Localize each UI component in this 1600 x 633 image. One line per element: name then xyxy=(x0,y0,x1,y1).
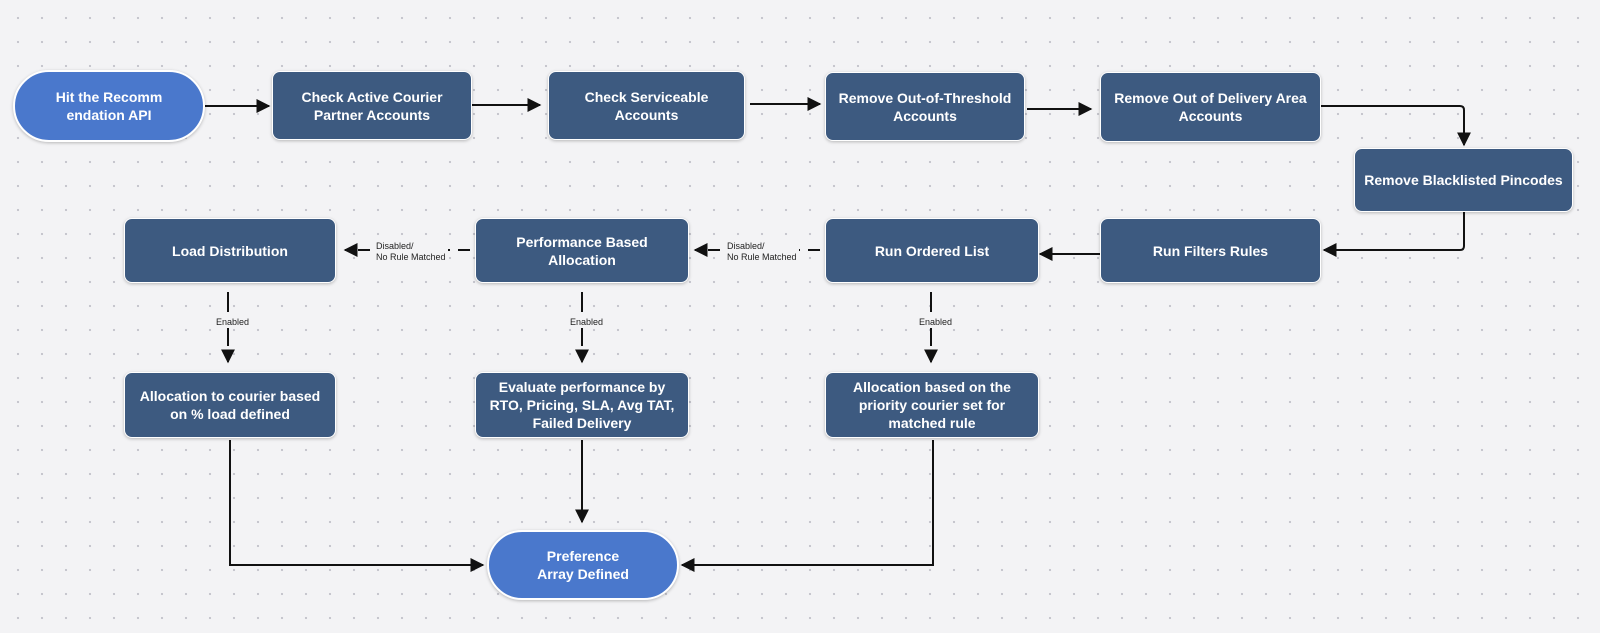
allocation-priority-node[interactable]: Allocation based on the priority courier… xyxy=(825,372,1039,438)
performance-based-allocation-label: Performance Based Allocation xyxy=(516,233,648,268)
arrow-priority-to-preference xyxy=(680,440,934,572)
load-distribution-label: Load Distribution xyxy=(172,242,288,259)
remove-out-of-delivery-area-label: Remove Out of Delivery Area Accounts xyxy=(1114,90,1307,124)
arrow-blacklisted-to-filters xyxy=(1322,210,1465,257)
run-ordered-list-node[interactable]: Run Ordered List xyxy=(825,218,1039,283)
preference-array-defined[interactable]: Preference Array Defined xyxy=(487,530,679,600)
performance-based-allocation-node[interactable]: Performance Based Allocation xyxy=(475,218,689,283)
remove-out-of-threshold-label: Remove Out-of-Threshold Accounts xyxy=(838,89,1012,124)
check-active-courier-label: Check Active Courier Partner Accounts xyxy=(301,88,443,123)
start-label: Hit the Recomm endation API xyxy=(55,89,163,123)
arrow-load-to-preference xyxy=(229,440,485,572)
allocation-load-label: Allocation to courier based on % load de… xyxy=(139,388,321,422)
edge-label-performance-disabled: Disabled/ No Rule Matched xyxy=(374,241,448,263)
edge-label-load-enabled: Enabled xyxy=(214,317,252,328)
remove-blacklisted-pincodes-label: Remove Blacklisted Pincodes xyxy=(1364,172,1563,188)
evaluate-performance-node[interactable]: Evaluate performance by RTO, Pricing, SL… xyxy=(475,372,689,438)
preference-array-label: Preference Array Defined xyxy=(537,548,629,582)
run-filters-rules-label: Run Filters Rules xyxy=(1152,242,1269,259)
load-distribution-node[interactable]: Load Distribution xyxy=(124,218,336,283)
remove-out-of-threshold-node[interactable]: Remove Out-of-Threshold Accounts xyxy=(825,72,1025,141)
remove-blacklisted-pincodes-node[interactable]: Remove Blacklisted Pincodes xyxy=(1354,148,1573,212)
run-filters-rules-node[interactable]: Run Filters Rules xyxy=(1100,218,1321,283)
start-hit-recommendation-api[interactable]: Hit the Recomm endation API xyxy=(13,70,205,142)
check-serviceable-node[interactable]: Check Serviceable Accounts xyxy=(548,71,745,140)
run-ordered-list-label: Run Ordered List xyxy=(874,242,990,259)
allocation-priority-label: Allocation based on the priority courier… xyxy=(853,379,1011,431)
evaluate-performance-label: Evaluate performance by RTO, Pricing, SL… xyxy=(489,379,675,431)
remove-out-of-delivery-area-node[interactable]: Remove Out of Delivery Area Accounts xyxy=(1100,72,1321,142)
edge-label-performance-enabled: Enabled xyxy=(568,317,606,328)
edge-label-ordered-disabled: Disabled/ No Rule Matched xyxy=(725,241,799,263)
arrow-delivery-area-to-blacklisted xyxy=(1321,105,1471,147)
allocation-load-node[interactable]: Allocation to courier based on % load de… xyxy=(124,372,336,438)
edge-label-ordered-enabled: Enabled xyxy=(917,317,955,328)
check-serviceable-label: Check Serviceable Accounts xyxy=(584,88,709,123)
check-active-courier-node[interactable]: Check Active Courier Partner Accounts xyxy=(272,71,472,140)
